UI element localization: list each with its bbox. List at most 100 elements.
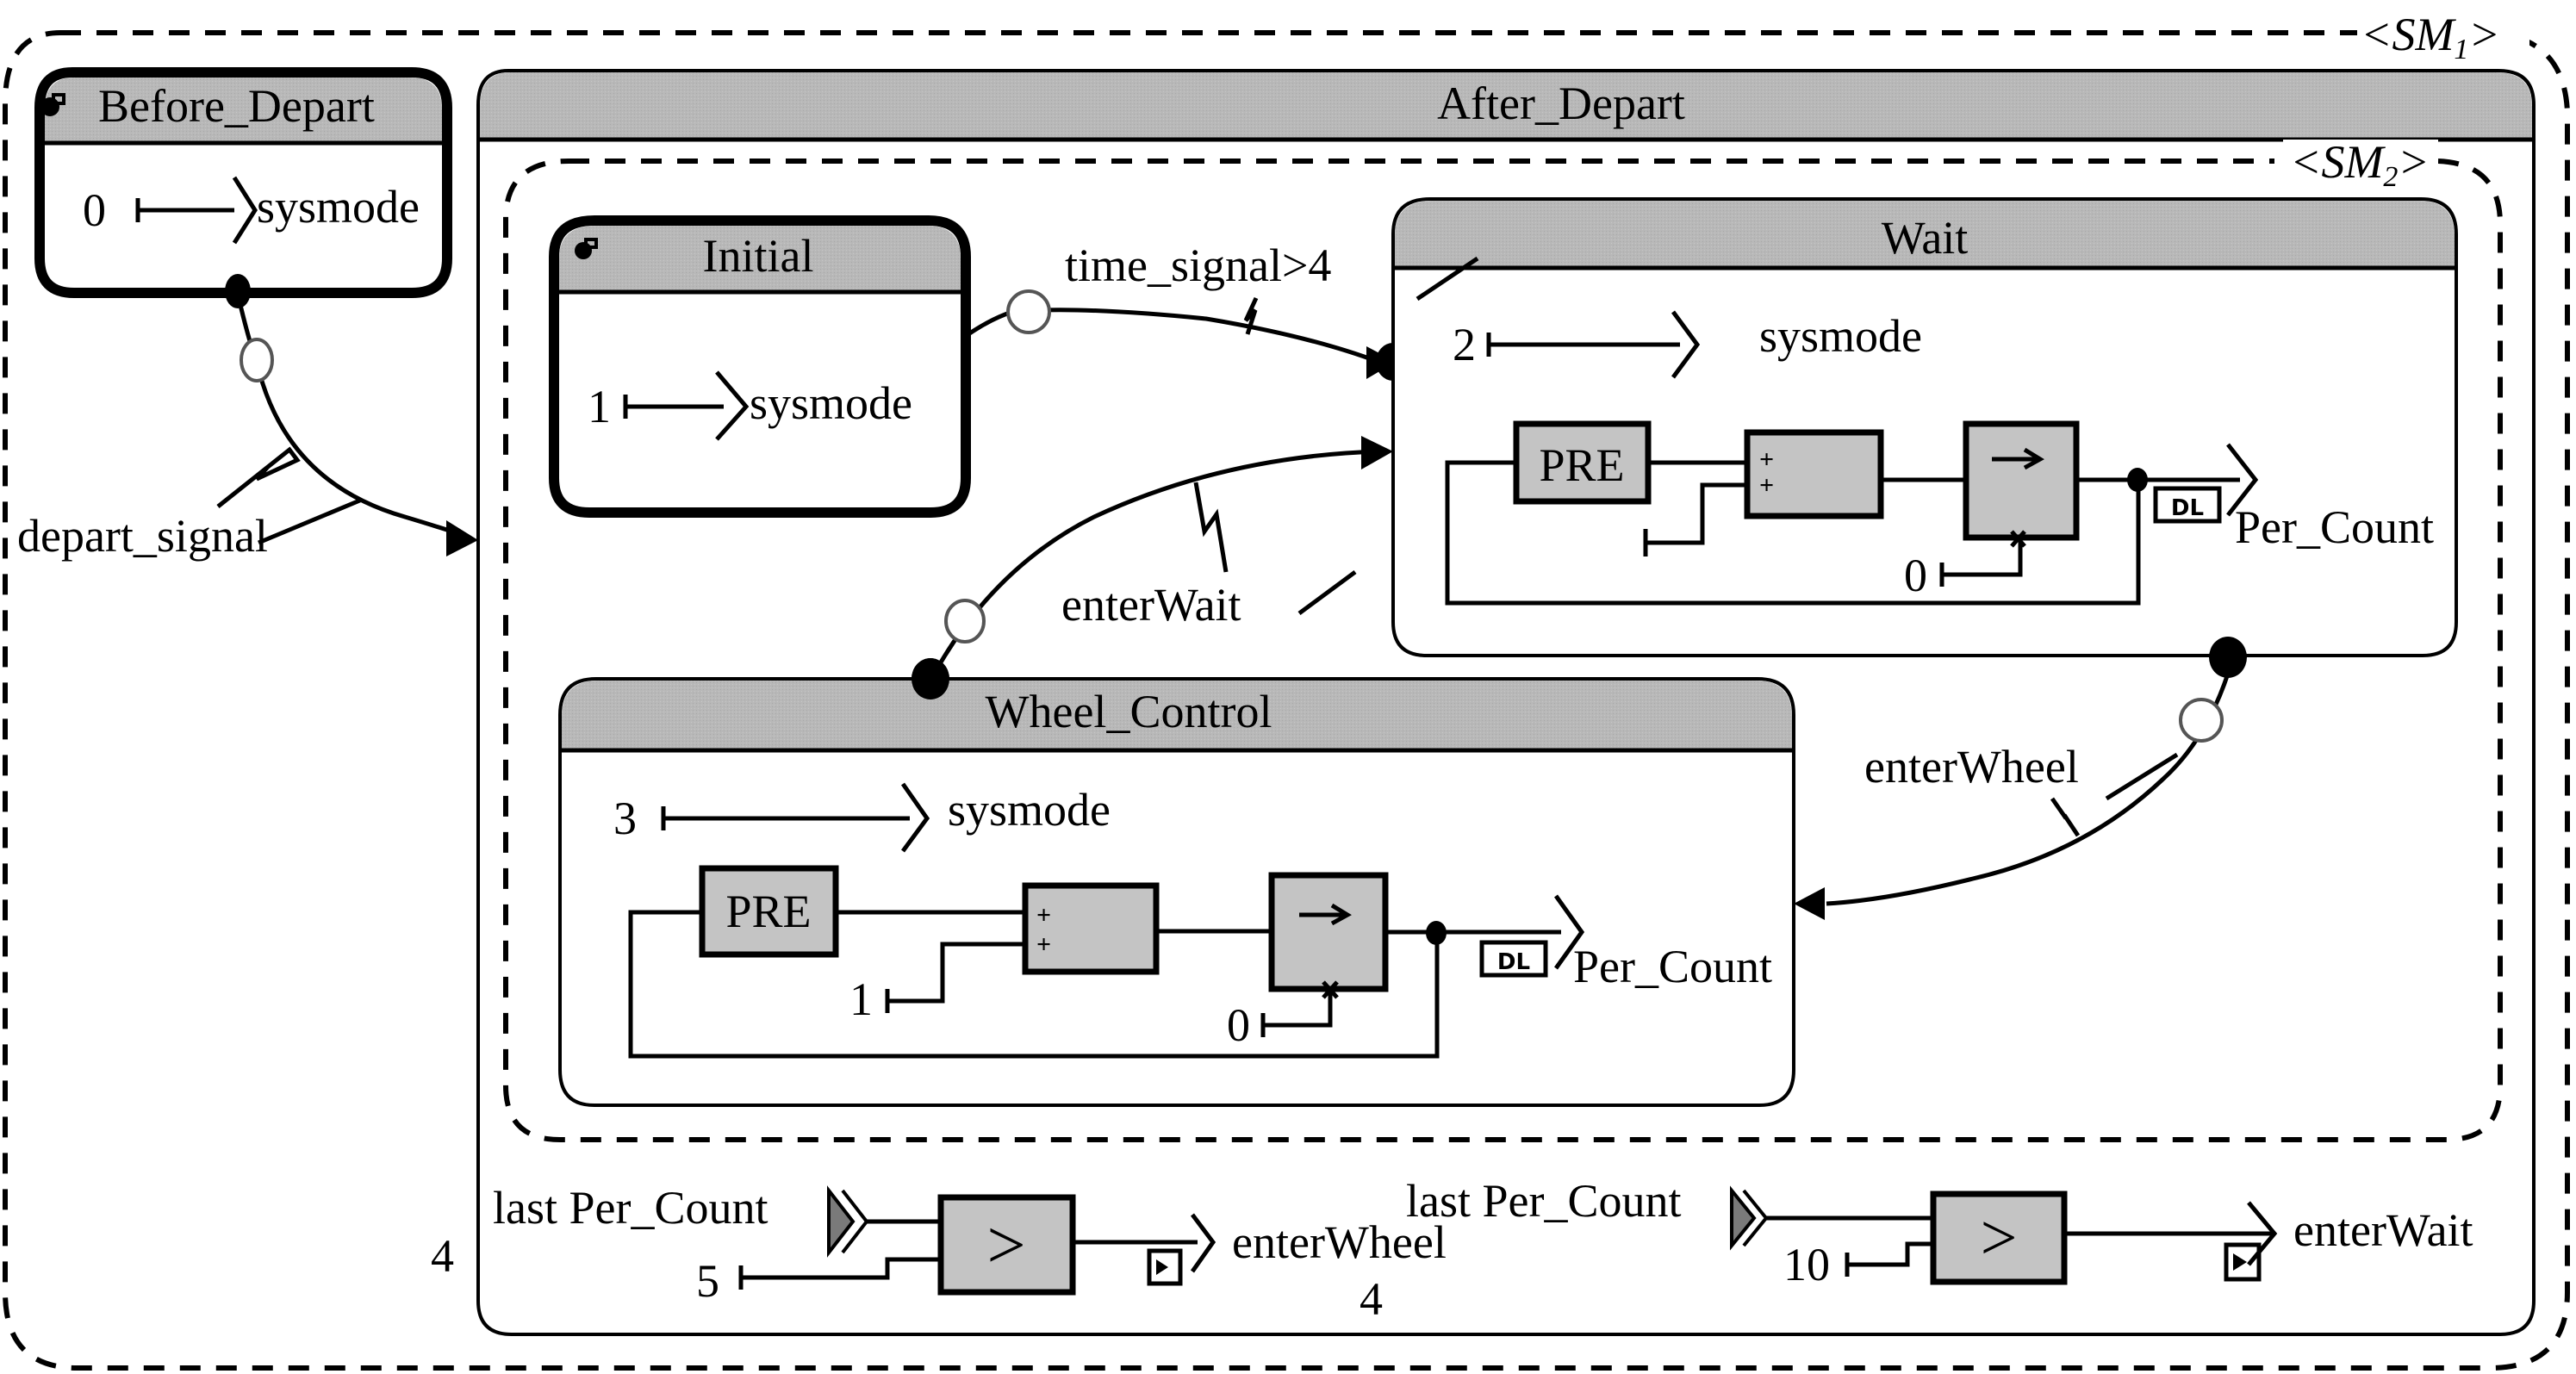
state-wait[interactable]: Wait 2 sysmode PRE + +	[1391, 197, 2458, 657]
sum-sign-2: +	[1036, 930, 1051, 959]
wait-dataflow: PRE + + 0 DL	[1445, 420, 2434, 606]
emit-arrow-icon	[1486, 310, 1701, 379]
arrowhead-icon	[1361, 436, 1393, 469]
sm1-label-bg	[2357, 7, 2529, 59]
compare2-output: enterWait	[2293, 1204, 2473, 1256]
sum-sign-1: +	[1036, 901, 1051, 929]
emit-arrow-icon	[623, 370, 750, 441]
svg-text:DL: DL	[1497, 949, 1530, 975]
arrowhead-icon	[446, 520, 478, 556]
arrowhead-icon	[1794, 887, 1825, 920]
transition-time-signal[interactable]: time_signal>4	[964, 239, 1410, 381]
after-depart-title: After_Depart	[1437, 78, 1685, 129]
compare1-input-label: last Per_Count	[493, 1182, 768, 1234]
initial-state-icon	[575, 238, 598, 259]
after-depart-header	[480, 72, 2532, 140]
compare1-output: enterWheel	[1232, 1216, 1447, 1268]
compare-flow-enter-wait: last Per_Count 10 > enterWait	[1406, 1175, 2473, 1290]
trigger-lightning-icon	[1193, 482, 1229, 573]
junction-dot	[2127, 468, 2148, 492]
arrow-right-icon	[1299, 903, 1352, 926]
pre-label: PRE	[725, 886, 811, 937]
enter-wait-trigger-label: enterWait	[1061, 579, 1241, 631]
entry-tick	[1416, 256, 1479, 302]
trigger-lightning-icon	[1243, 296, 1259, 335]
compare1-const: 5	[696, 1255, 719, 1307]
guard-tick	[2105, 752, 2179, 801]
arrow-right-icon	[1992, 447, 2044, 470]
emit-arrow-icon	[1553, 894, 1585, 970]
state-wheel-control[interactable]: Wheel_Control 3 sysmode PRE + + 1	[558, 658, 1795, 1107]
before-depart-output: sysmode	[257, 181, 420, 233]
compare2-const: 10	[1783, 1239, 1830, 1290]
initial-title: Initial	[703, 230, 814, 282]
wheel-control-value: 3	[613, 793, 637, 844]
transition-enter-wait[interactable]: enterWait	[912, 436, 1393, 699]
initial-header	[559, 226, 961, 292]
transition-priority-circle	[240, 338, 274, 382]
before-depart-title: Before_Depart	[98, 80, 375, 132]
svg-text:DL: DL	[2171, 495, 2204, 521]
transition-depart[interactable]: depart_signal	[17, 274, 478, 562]
sm2-label: <SM2>	[2290, 136, 2430, 193]
initial-value: 1	[588, 381, 611, 432]
state-before-depart[interactable]: Before_Depart 0 sysmode	[34, 67, 452, 298]
time-trigger-label: time_signal>4	[1065, 239, 1331, 291]
transition-priority-circle	[1006, 289, 1051, 334]
transition-source-dot	[2209, 637, 2247, 678]
trigger-lightning-icon	[216, 446, 301, 508]
sum-const: 1	[849, 973, 873, 1025]
output-badge	[1147, 1248, 1183, 1286]
followed-by-block[interactable]	[1268, 872, 1389, 992]
sum-sign-2: +	[1759, 471, 1774, 500]
transition-priority-circle	[2179, 698, 2224, 743]
emit-arrow-icon	[2247, 1201, 2278, 1266]
wait-header	[1395, 201, 2455, 268]
wheel-control-dataflow: PRE + + 1 0 DL	[628, 865, 1772, 1059]
wait-value: 2	[1453, 319, 1476, 370]
sm1-label: <SM1>	[2361, 9, 2500, 65]
sm2-container: <SM2>	[503, 136, 2503, 1142]
state-initial[interactable]: Initial 1 sysmode	[549, 215, 971, 518]
junction-dot	[1426, 921, 1447, 945]
compare2-op: >	[1981, 1202, 2018, 1274]
wheel-control-header	[562, 681, 1792, 750]
compare1-below: 4	[1360, 1273, 1383, 1325]
dl-badge: DL	[1479, 940, 1548, 978]
transition-source-dot	[225, 274, 251, 308]
compare-flow-enter-wheel: last Per_Count 5 > enterWheel 4	[493, 1182, 1447, 1325]
trigger-lightning-icon	[2050, 797, 2081, 837]
emit-arrow-icon	[1190, 1213, 1216, 1273]
compare-block[interactable]	[1930, 1191, 2068, 1285]
compare1-op: >	[986, 1208, 1025, 1284]
compare-block[interactable]	[937, 1194, 1076, 1296]
after-depart-index: 4	[431, 1230, 454, 1282]
compare2-input-label: last Per_Count	[1406, 1175, 1682, 1227]
before-depart-header	[45, 78, 442, 143]
output-badge	[2224, 1242, 2262, 1282]
sm1-container: <SM1>	[3, 7, 2570, 1371]
emit-arrow-icon	[135, 176, 258, 245]
depart-trigger-label: depart_signal	[17, 510, 268, 562]
fby-const: 0	[1227, 999, 1250, 1051]
fby-const: 0	[1904, 550, 1927, 601]
initial-state-icon	[40, 93, 65, 116]
transition-priority-circle	[944, 599, 986, 643]
guard-tick	[258, 497, 363, 545]
wait-title: Wait	[1882, 212, 1969, 264]
pre-label: PRE	[1539, 439, 1624, 491]
sum-block[interactable]	[1744, 429, 1884, 519]
wait-flow-output: Per_Count	[2235, 501, 2434, 553]
transition-enter-wheel[interactable]: enterWheel	[1794, 637, 2247, 920]
sum-sign-1: +	[1759, 445, 1774, 474]
wheel-control-title: Wheel_Control	[986, 686, 1272, 737]
followed-by-block[interactable]	[1963, 420, 2080, 541]
sum-block[interactable]	[1022, 882, 1160, 975]
wheel-control-flow-output: Per_Count	[1573, 941, 1772, 992]
emit-arrow-icon	[661, 782, 930, 853]
initial-output: sysmode	[750, 377, 912, 429]
before-depart-value: 0	[83, 184, 106, 236]
wheel-control-output: sysmode	[948, 784, 1111, 836]
wait-output: sysmode	[1759, 310, 1922, 362]
